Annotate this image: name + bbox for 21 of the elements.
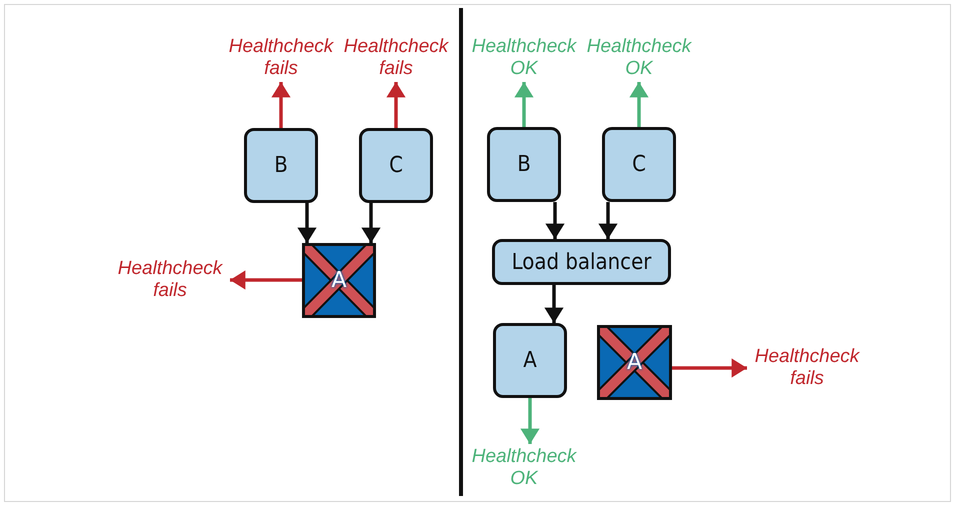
arrow [297,203,317,243]
status-text: Healthcheck fails [110,256,230,304]
arrow [271,82,291,128]
arrow [386,82,406,128]
server-box: C [602,127,676,202]
status-text: Healthcheck OK [464,444,584,492]
server-box: B [244,128,318,203]
server-box: Load balancer [492,239,671,285]
arrow [514,82,534,127]
arrow [598,202,618,239]
arrow [629,82,649,127]
server-box: C [359,128,433,203]
arrow [361,203,381,243]
arrow [544,285,564,323]
status-text: Healthcheck fails [747,344,867,392]
arrow [520,398,540,444]
arrow [672,358,747,378]
arrow [230,270,302,290]
server-box: B [487,127,561,202]
arrow [545,202,565,239]
server-box: A [493,323,567,398]
